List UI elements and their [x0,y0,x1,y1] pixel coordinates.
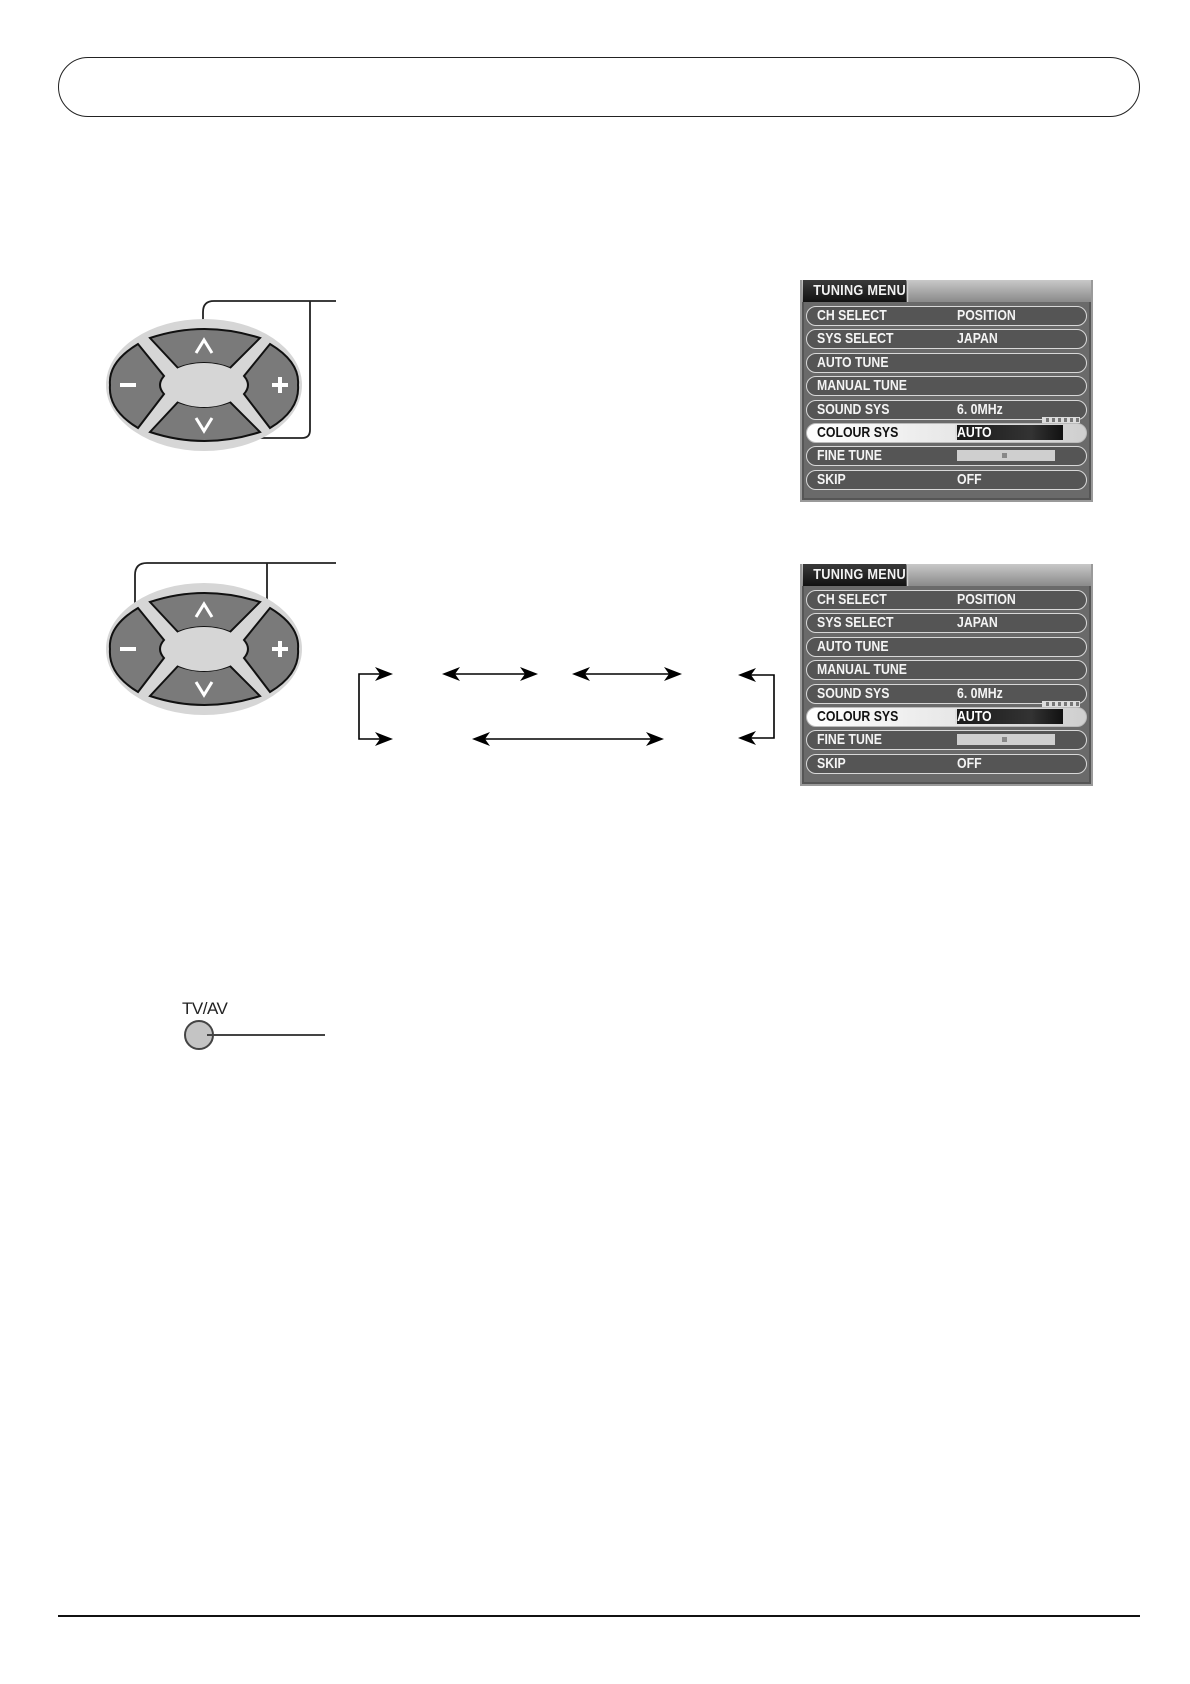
callout-down-line [205,301,311,439]
menu-item-colour-sys[interactable]: COLOUR SYS AUTO [806,706,1087,727]
menu-item-skip[interactable]: SKIP OFF [806,469,1087,490]
callout-minus-line [134,562,336,640]
footer-divider [58,1615,1140,1617]
tuning-menu-2: TUNING MENU CH SELECT POSITION SYS SELEC… [800,564,1093,786]
menu-item-skip[interactable]: SKIP OFF [806,753,1087,774]
slider-thumb [1002,453,1007,459]
cycle-arrowheads [375,667,756,746]
menu-item-fine-tune[interactable]: FINE TUNE [806,446,1087,467]
plus-button[interactable] [242,342,300,430]
keypad-minus-plus [104,582,304,715]
menu-item-sound-sys[interactable]: SOUND SYS 6. 0MHz [806,683,1087,707]
fine-tune-slider[interactable] [957,734,1055,746]
level-indicator-icon [1042,700,1080,707]
menu-item-manual-tune[interactable]: MANUAL TUNE [806,376,1087,397]
menu-item-auto-tune[interactable]: AUTO TUNE [806,352,1087,373]
plus-button[interactable] [242,606,300,694]
slider-thumb [1002,737,1007,743]
menu-item-ch-select[interactable]: CH SELECT POSITION [806,306,1087,326]
title-banner [58,57,1140,117]
level-indicator-icon [1042,416,1080,423]
menu-item-sys-select[interactable]: SYS SELECT JAPAN [806,329,1087,350]
menu-item-colour-sys[interactable]: COLOUR SYS AUTO [806,422,1087,443]
menu-item-manual-tune[interactable]: MANUAL TUNE [806,660,1087,681]
tuning-menu-1: TUNING MENU CH SELECT POSITION SYS SELEC… [800,280,1093,502]
keypad-up-down [104,318,304,451]
down-arrow-icon [194,681,214,698]
up-arrow-icon [194,601,214,618]
menu-item-sound-sys[interactable]: SOUND SYS 6. 0MHz [806,399,1087,423]
fine-tune-slider[interactable] [957,450,1055,462]
menu-item-ch-select[interactable]: CH SELECT POSITION [806,590,1087,610]
minus-button[interactable] [108,342,166,430]
down-arrow-icon [194,417,214,434]
menu-item-sys-select[interactable]: SYS SELECT JAPAN [806,613,1087,634]
menu-item-fine-tune[interactable]: FINE TUNE [806,730,1087,751]
tvav-button-label: TV/AV [182,999,228,1018]
up-arrow-icon [194,337,214,354]
menu-item-auto-tune[interactable]: AUTO TUNE [806,636,1087,657]
menu-title: TUNING MENU [803,564,909,586]
minus-button[interactable] [108,606,166,694]
callout-up-line [202,300,336,322]
menu-title: TUNING MENU [803,280,909,302]
cycle-diagram [358,673,775,740]
